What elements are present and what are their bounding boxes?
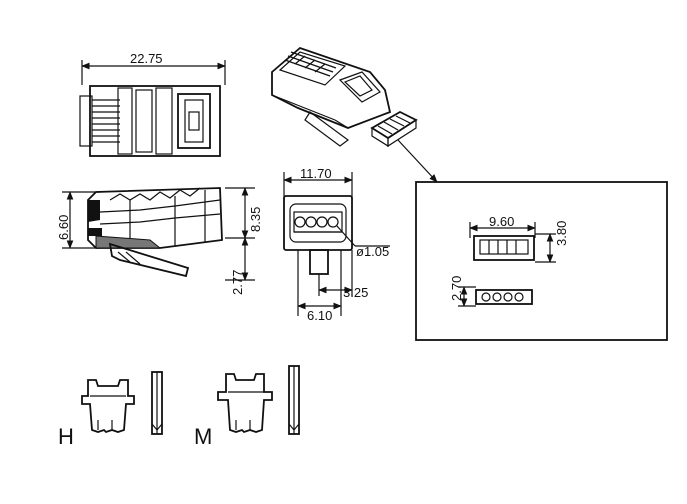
dim-side-latch: 2.77 xyxy=(230,270,245,295)
isometric-view xyxy=(271,46,438,183)
front-view: 11.70 ø1.05 3.25 6.10 xyxy=(283,166,390,323)
contact-type-m: M xyxy=(194,365,300,449)
front-contacts xyxy=(293,211,343,233)
dim-hole-diameter: ø1.05 xyxy=(356,244,389,259)
dim-insert-bottom: 2.70 xyxy=(449,276,464,301)
label-m: M xyxy=(194,424,212,449)
dim-top-length: 22.75 xyxy=(130,51,163,66)
top-view: 22.75 xyxy=(79,51,226,157)
label-h: H xyxy=(58,424,74,449)
cable-insert-iso xyxy=(370,110,418,148)
dim-insert-height: 3.80 xyxy=(554,221,569,246)
dim-front-half: 3.25 xyxy=(343,285,368,300)
contact-type-h: H xyxy=(58,371,163,449)
dim-side-body-height: 8.35 xyxy=(248,207,263,232)
dim-front-base: 6.10 xyxy=(307,308,332,323)
dim-side-height: 6.60 xyxy=(56,215,71,240)
insert-detail-box: 9.60 3.80 2.70 xyxy=(415,181,668,341)
dim-front-width: 11.70 xyxy=(300,166,332,181)
side-view: 6.60 8.35 2.77 xyxy=(56,187,263,295)
dim-insert-width: 9.60 xyxy=(489,214,514,229)
top-view-contacts xyxy=(79,95,120,147)
